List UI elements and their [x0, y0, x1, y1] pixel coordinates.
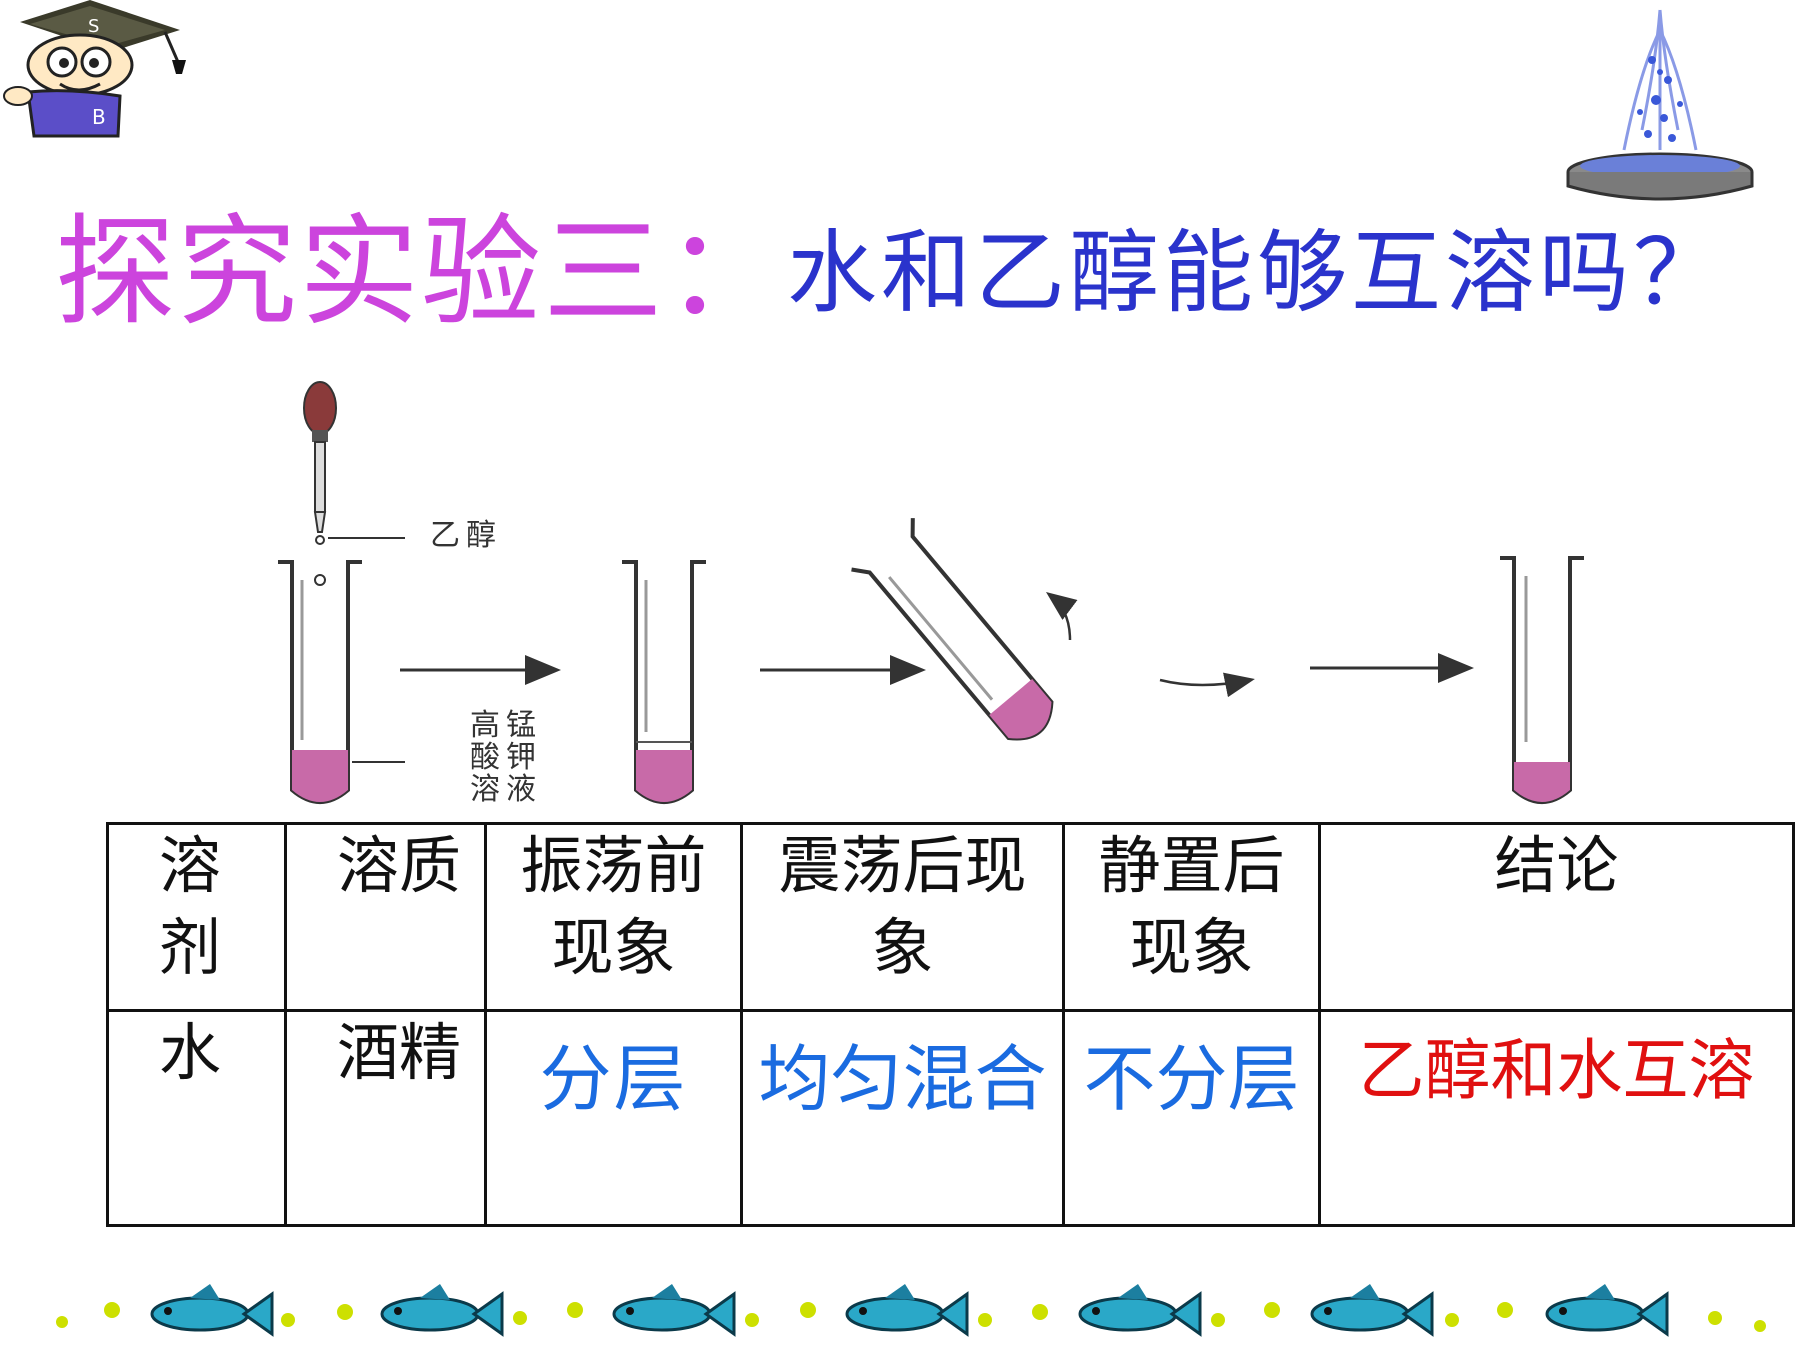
header-after-shake: 震荡后现 象 [740, 822, 1065, 1012]
cell-conclusion: 乙醇和水互溶 [1318, 1009, 1795, 1227]
label-solution-3: 溶液 [470, 772, 542, 807]
table-header-row: 溶 剂 溶质 振荡前 现象 震荡后现 象 静置后 现象 结论 [106, 822, 1795, 1012]
header-conclusion-line1: 结论 [1494, 829, 1619, 902]
experiment-diagram: 乙醇 高锰 酸钾 溶液 [240, 370, 1640, 820]
header-solute: 溶质 [284, 822, 487, 1012]
test-tube-1 [278, 560, 362, 804]
diagram-drawing [278, 381, 1584, 804]
dropper-icon [303, 381, 337, 545]
label-ethanol: 乙醇 [430, 518, 502, 553]
header-solvent: 溶 剂 [106, 822, 287, 1012]
title-question: 水和乙醇能够互溶吗？ [787, 220, 1727, 326]
cell-after-shake: 均匀混合 [740, 1009, 1065, 1227]
fish-icon [56, 1282, 1766, 1336]
cell-before: 分层 [484, 1009, 743, 1227]
header-after-shake-line1: 震荡后现 [778, 829, 1027, 902]
slide-title: 探究实验三：水和乙醇能够互溶吗？ [55, 198, 1727, 348]
cell-solvent: 水 [106, 1009, 287, 1227]
cell-after-rest: 不分层 [1062, 1009, 1321, 1227]
header-solvent-line1: 溶 [159, 829, 222, 902]
title-main: 探究实验三： [55, 203, 787, 343]
header-before-line1: 振荡前 [520, 829, 707, 902]
header-before: 振荡前 现象 [484, 822, 743, 1012]
header-solvent-line2: 剂 [159, 911, 222, 984]
test-tube-shaking [851, 518, 1054, 741]
fountain-icon [1566, 9, 1754, 201]
header-after-shake-line2: 象 [871, 911, 934, 984]
test-tube-4 [1500, 556, 1584, 804]
results-table: 溶 剂 溶质 振荡前 现象 震荡后现 象 静置后 现象 结论 水 [106, 822, 1795, 1227]
table-row: 水 酒精 分层 均匀混合 不分层 乙醇和水互溶 [106, 1009, 1795, 1227]
header-solute-line1: 溶质 [337, 829, 462, 902]
svg-text:S: S [88, 16, 99, 37]
test-tube-2 [622, 560, 706, 804]
header-conclusion: 结论 [1318, 822, 1795, 1012]
label-solution-2: 酸钾 [470, 740, 542, 775]
svg-text:B: B [92, 105, 106, 129]
header-before-line2: 现象 [551, 911, 676, 984]
header-after-rest: 静置后 现象 [1062, 822, 1321, 1012]
student-mascot-icon: S B [3, 0, 186, 138]
header-after-rest-line2: 现象 [1129, 911, 1254, 984]
header-after-rest-line1: 静置后 [1098, 829, 1285, 902]
fish-border-strip [56, 1282, 1766, 1336]
cell-solute: 酒精 [284, 1009, 487, 1227]
label-solution-1: 高锰 [470, 708, 542, 743]
